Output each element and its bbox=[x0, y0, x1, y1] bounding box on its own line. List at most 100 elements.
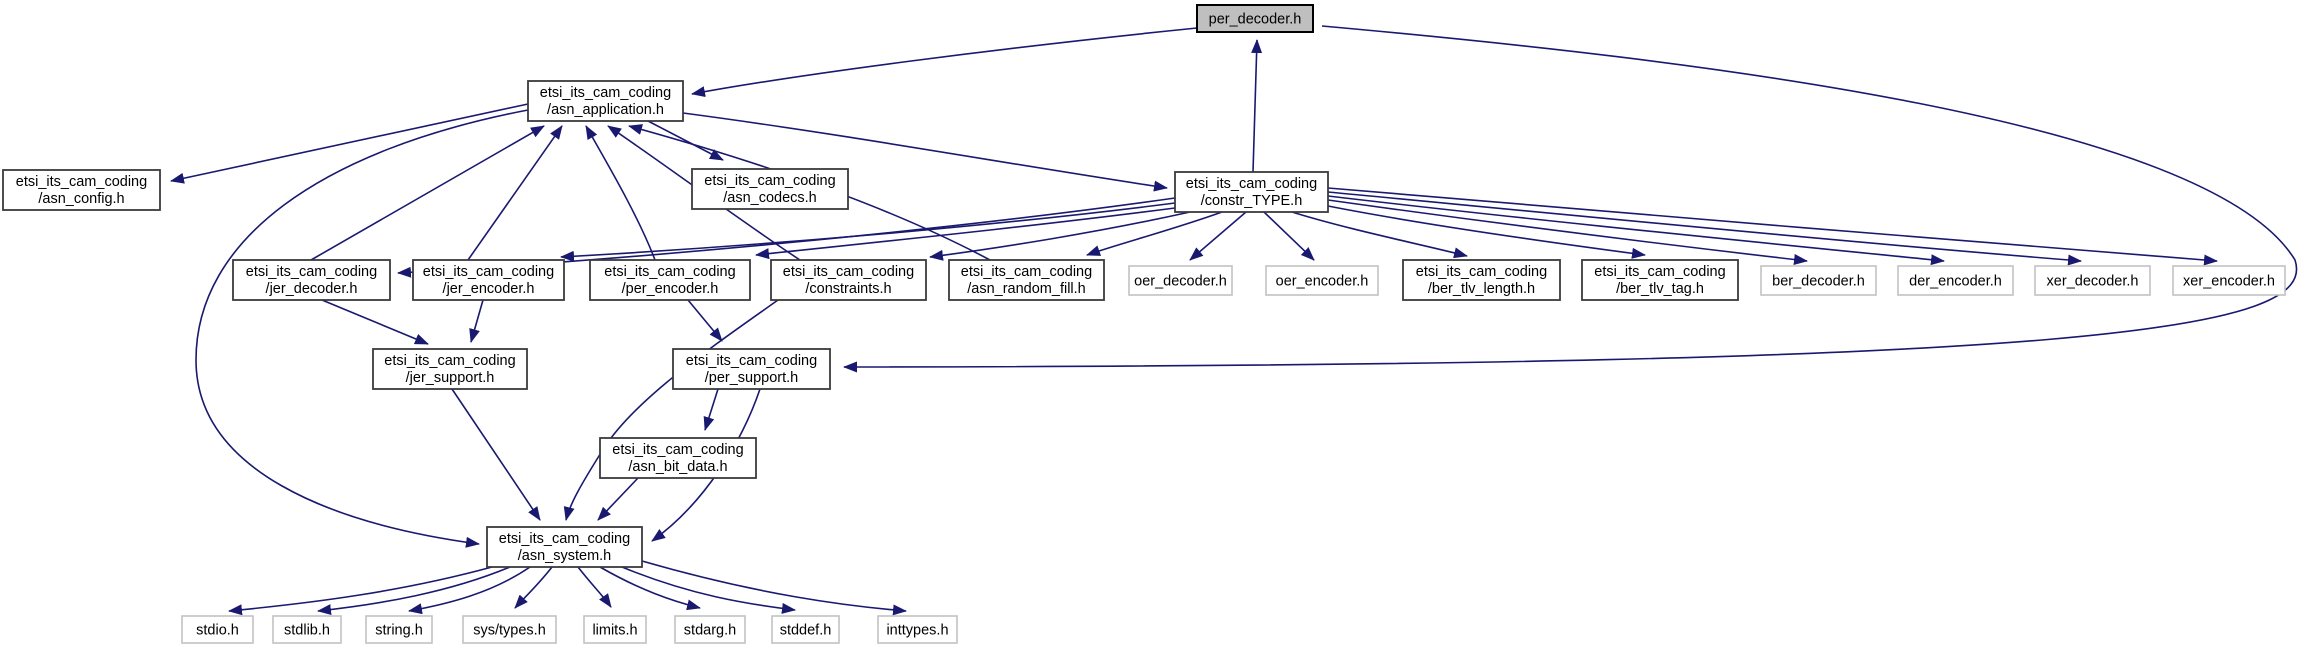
node-box-der-encoder[interactable] bbox=[1897, 265, 2014, 296]
node-box-asn-bit-data[interactable] bbox=[599, 437, 757, 479]
node-stddef[interactable]: stddef.h bbox=[771, 615, 840, 644]
node-label-inttypes: inttypes.h bbox=[886, 623, 948, 639]
edge-per-encoder-to-asn-application bbox=[585, 125, 656, 261]
edge-constr-type-to-der-encoder bbox=[1327, 195, 1945, 266]
edge-asn-application-to-asn-system bbox=[195, 109, 529, 548]
edge-constr-type-to-oer-encoder bbox=[1263, 211, 1315, 261]
edges-layer bbox=[170, 25, 2298, 616]
node-box-jer-encoder[interactable] bbox=[412, 259, 565, 301]
node-label-constraints: etsi_its_cam_coding/constraints.h bbox=[783, 264, 914, 297]
node-box-inttypes[interactable] bbox=[877, 615, 958, 644]
node-box-ber-tlv-length[interactable] bbox=[1402, 259, 1561, 301]
edge-jer-support-to-asn-system bbox=[451, 388, 541, 521]
node-inttypes[interactable]: inttypes.h bbox=[877, 615, 958, 644]
node-string[interactable]: string.h bbox=[365, 615, 433, 644]
node-limits[interactable]: limits.h bbox=[583, 615, 647, 644]
node-asn-random-fill[interactable]: etsi_its_cam_coding/asn_random_fill.h bbox=[948, 259, 1105, 301]
edge-asn-system-to-stdlib bbox=[317, 566, 511, 616]
node-jer-encoder[interactable]: etsi_its_cam_coding/jer_encoder.h bbox=[412, 259, 565, 301]
node-box-stdlib[interactable] bbox=[272, 615, 342, 644]
edge-constr-type-to-constraints bbox=[929, 211, 1191, 261]
node-box-stdarg[interactable] bbox=[674, 615, 746, 644]
edge-constr-type-to-ber-tlv-length bbox=[1291, 211, 1468, 259]
edge-constr-type-to-xer-decoder bbox=[1327, 191, 2082, 266]
node-stdarg[interactable]: stdarg.h bbox=[674, 615, 746, 644]
edge-asn-system-to-sys-types bbox=[514, 566, 553, 609]
node-box-stdio[interactable] bbox=[181, 615, 254, 644]
node-label-per-support: etsi_its_cam_coding/per_support.h bbox=[686, 353, 817, 386]
edge-asn-application-to-asn-codecs bbox=[647, 120, 724, 161]
node-box-asn-application[interactable] bbox=[527, 80, 684, 122]
node-jer-decoder[interactable]: etsi_its_cam_coding/jer_decoder.h bbox=[232, 259, 391, 301]
node-box-per-support[interactable] bbox=[672, 348, 831, 390]
node-xer-decoder[interactable]: xer_decoder.h bbox=[2034, 265, 2151, 296]
edge-asn-system-to-string bbox=[408, 566, 531, 615]
node-box-string[interactable] bbox=[365, 615, 433, 644]
node-box-per-encoder[interactable] bbox=[589, 259, 751, 301]
edge-jer-encoder-to-asn-application bbox=[467, 125, 563, 261]
edge-constr-type-to-oer-decoder bbox=[1189, 211, 1247, 261]
node-box-per-decoder[interactable] bbox=[1196, 4, 1314, 33]
node-label-string: string.h bbox=[375, 623, 423, 639]
node-box-asn-config[interactable] bbox=[2, 169, 161, 211]
node-constr-type[interactable]: etsi_its_cam_coding/constr_TYPE.h bbox=[1174, 171, 1329, 213]
node-asn-codecs[interactable]: etsi_its_cam_coding/asn_codecs.h bbox=[691, 168, 849, 210]
node-label-ber-tlv-tag: etsi_its_cam_coding/ber_tlv_tag.h bbox=[1594, 264, 1725, 297]
node-label-ber-decoder: ber_decoder.h bbox=[1772, 274, 1865, 290]
node-label-stdio: stdio.h bbox=[196, 623, 239, 639]
node-per-encoder[interactable]: etsi_its_cam_coding/per_encoder.h bbox=[589, 259, 751, 301]
node-box-limits[interactable] bbox=[583, 615, 647, 644]
node-label-stdlib: stdlib.h bbox=[284, 623, 330, 639]
node-xer-encoder[interactable]: xer_encoder.h bbox=[2172, 265, 2286, 296]
node-label-per-encoder: etsi_its_cam_coding/per_encoder.h bbox=[604, 264, 735, 297]
node-asn-application[interactable]: etsi_its_cam_coding/asn_application.h bbox=[527, 80, 684, 122]
edge-jer-encoder-to-jer-support bbox=[469, 299, 484, 343]
node-oer-encoder[interactable]: oer_encoder.h bbox=[1265, 265, 1379, 296]
node-label-der-encoder: der_encoder.h bbox=[1909, 274, 2002, 290]
node-box-oer-encoder[interactable] bbox=[1265, 265, 1379, 296]
node-label-asn-config: etsi_its_cam_coding/asn_config.h bbox=[16, 174, 147, 207]
node-per-support[interactable]: etsi_its_cam_coding/per_support.h bbox=[672, 348, 831, 390]
node-asn-config[interactable]: etsi_its_cam_coding/asn_config.h bbox=[2, 169, 161, 211]
edge-asn-system-to-stddef bbox=[621, 566, 796, 614]
node-ber-decoder[interactable]: ber_decoder.h bbox=[1760, 265, 1877, 296]
node-label-xer-decoder: xer_decoder.h bbox=[2047, 274, 2139, 290]
node-constraints[interactable]: etsi_its_cam_coding/constraints.h bbox=[770, 259, 927, 301]
node-box-oer-decoder[interactable] bbox=[1128, 265, 1233, 296]
node-label-ber-tlv-length: etsi_its_cam_coding/ber_tlv_length.h bbox=[1416, 264, 1547, 297]
node-box-asn-codecs[interactable] bbox=[691, 168, 849, 210]
node-box-ber-tlv-tag[interactable] bbox=[1581, 259, 1739, 301]
node-box-stddef[interactable] bbox=[771, 615, 840, 644]
edge-asn-application-to-asn-config bbox=[170, 103, 529, 184]
node-jer-support[interactable]: etsi_its_cam_coding/jer_support.h bbox=[372, 348, 528, 390]
node-label-stdarg: stdarg.h bbox=[684, 623, 736, 639]
node-asn-bit-data[interactable]: etsi_its_cam_coding/asn_bit_data.h bbox=[599, 437, 757, 479]
node-box-sys-types[interactable] bbox=[462, 615, 557, 644]
node-box-asn-system[interactable] bbox=[486, 526, 643, 568]
node-ber-tlv-length[interactable]: etsi_its_cam_coding/ber_tlv_length.h bbox=[1402, 259, 1561, 301]
node-label-stddef: stddef.h bbox=[780, 623, 832, 639]
node-der-encoder[interactable]: der_encoder.h bbox=[1897, 265, 2014, 296]
node-box-jer-support[interactable] bbox=[372, 348, 528, 390]
node-oer-decoder[interactable]: oer_decoder.h bbox=[1128, 265, 1233, 296]
edge-constr-type-to-xer-encoder bbox=[1327, 187, 2218, 266]
node-label-jer-decoder: etsi_its_cam_coding/jer_decoder.h bbox=[246, 264, 377, 297]
node-box-ber-decoder[interactable] bbox=[1760, 265, 1877, 296]
node-box-asn-random-fill[interactable] bbox=[948, 259, 1105, 301]
node-box-constraints[interactable] bbox=[770, 259, 927, 301]
node-label-oer-encoder: oer_encoder.h bbox=[1276, 274, 1369, 290]
node-asn-system[interactable]: etsi_its_cam_coding/asn_system.h bbox=[486, 526, 643, 568]
node-box-xer-decoder[interactable] bbox=[2034, 265, 2151, 296]
node-stdlib[interactable]: stdlib.h bbox=[272, 615, 342, 644]
nodes-layer: per_decoder.h etsi_its_cam_coding/asn_app… bbox=[2, 4, 2286, 644]
node-label-asn-codecs: etsi_its_cam_coding/asn_codecs.h bbox=[704, 173, 835, 206]
node-box-constr-type[interactable] bbox=[1174, 171, 1329, 213]
node-box-jer-decoder[interactable] bbox=[232, 259, 391, 301]
node-box-xer-encoder[interactable] bbox=[2172, 265, 2286, 296]
node-label-per-decoder: per_decoder.h bbox=[1209, 12, 1302, 28]
node-stdio[interactable]: stdio.h bbox=[181, 615, 254, 644]
node-per-decoder[interactable]: per_decoder.h bbox=[1196, 4, 1314, 33]
node-sys-types[interactable]: sys/types.h bbox=[462, 615, 557, 644]
node-ber-tlv-tag[interactable]: etsi_its_cam_coding/ber_tlv_tag.h bbox=[1581, 259, 1739, 301]
